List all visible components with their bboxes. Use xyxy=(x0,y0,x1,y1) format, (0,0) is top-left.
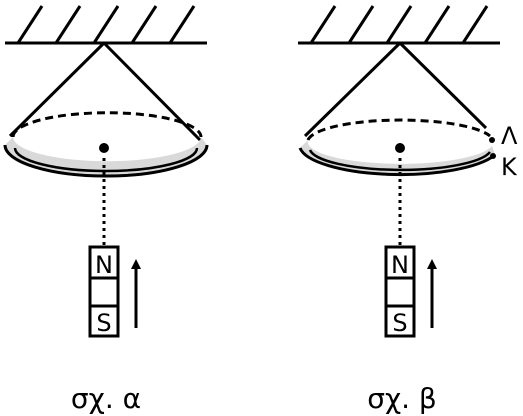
ring-end-lambda xyxy=(489,137,495,143)
magnet-south-label: S xyxy=(96,309,111,337)
ring-center-dot xyxy=(395,143,405,153)
suspension-strings xyxy=(8,41,202,142)
magnet-south-label: S xyxy=(392,309,407,337)
ceiling-support xyxy=(5,5,207,45)
suspension-strings xyxy=(303,41,488,138)
caption-a: σχ. α xyxy=(71,382,141,415)
bar-magnet: N S xyxy=(384,245,416,338)
end-label-lambda: Λ xyxy=(501,122,518,150)
magnet-north-label: N xyxy=(391,251,409,279)
ring-center-dot xyxy=(99,143,109,153)
magnet-north-label: N xyxy=(95,251,113,279)
caption-b: σχ. β xyxy=(367,382,437,415)
open-ring xyxy=(298,118,496,177)
bar-magnet: N S xyxy=(88,245,120,338)
figure-a: N S σχ. α xyxy=(3,5,209,415)
ceiling-support xyxy=(298,5,500,45)
end-label-kappa: Κ xyxy=(501,153,518,181)
figure-b: Λ Κ N S σχ. β xyxy=(298,5,518,415)
ring-end-kappa xyxy=(490,153,496,159)
conducting-ring xyxy=(3,111,209,178)
